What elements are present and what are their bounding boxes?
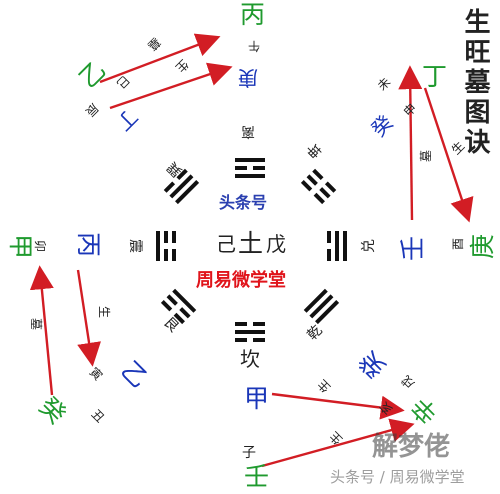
arrow-xin-to-ren (423, 87, 474, 223)
trigram-dui (327, 231, 347, 261)
stem-bing-top: 丙 (240, 0, 266, 29)
arrow-ren-to-xin (261, 418, 415, 468)
stem-ren-right: 壬 (398, 235, 428, 262)
trigram-name-zhen: 震 (127, 239, 143, 253)
diagram-title: 生旺墓图诀 (460, 8, 490, 158)
trigram-kun (300, 168, 337, 205)
trigram-gen (160, 288, 197, 325)
stem-geng-right: 庚 (468, 233, 498, 260)
stem-bing-left: 丙 (74, 231, 104, 258)
trigram-kan (235, 322, 265, 342)
arrow-gui-to-jia (29, 265, 54, 396)
trigram-name-kan: 坎 (240, 347, 260, 371)
stem-ren-bottom: 壬 (244, 462, 270, 491)
arrow-jia-to-ren (271, 392, 405, 420)
stem-jia-left: 甲 (6, 233, 36, 260)
stem-jia-bottom: 甲 (244, 384, 270, 413)
trigram-xun (163, 168, 200, 205)
watermark-brand: 解梦佬 (372, 432, 451, 462)
center-tu: 土 (238, 229, 264, 258)
stem-geng-top: 庚 (238, 66, 258, 90)
label-mu-right: 墓 (419, 149, 434, 163)
trigram-li (235, 158, 265, 178)
arrow-wei-to-geng (109, 62, 233, 110)
center-wu: 戊 (266, 232, 286, 256)
center-top-label: 头条号 (219, 193, 268, 212)
branch-zi: 子 (242, 445, 256, 461)
watermark-text: 头条号 / 周易微学堂 (330, 468, 465, 486)
center-ji: 己 (216, 232, 236, 256)
label-sheng-left: 生 (97, 305, 112, 319)
trigram-name-dui: 兑 (361, 239, 377, 253)
arrow-ren-to-geng (398, 65, 423, 221)
trigram-name-li: 离 (241, 123, 255, 139)
stem-ding-right: 丁 (422, 62, 448, 91)
trigram-zhen (156, 231, 176, 261)
arrow-ding-to-bing (99, 33, 221, 84)
center-bottom-label: 周易微学堂 (196, 270, 286, 291)
branch-you: 酉 (451, 237, 466, 251)
arrow-bing-to-yi (76, 269, 101, 367)
trigram-qian (303, 288, 340, 325)
branch-wu: 午 (248, 39, 261, 53)
label-mu-left: 墓 (29, 317, 44, 331)
branch-mao: 卯 (33, 239, 48, 253)
